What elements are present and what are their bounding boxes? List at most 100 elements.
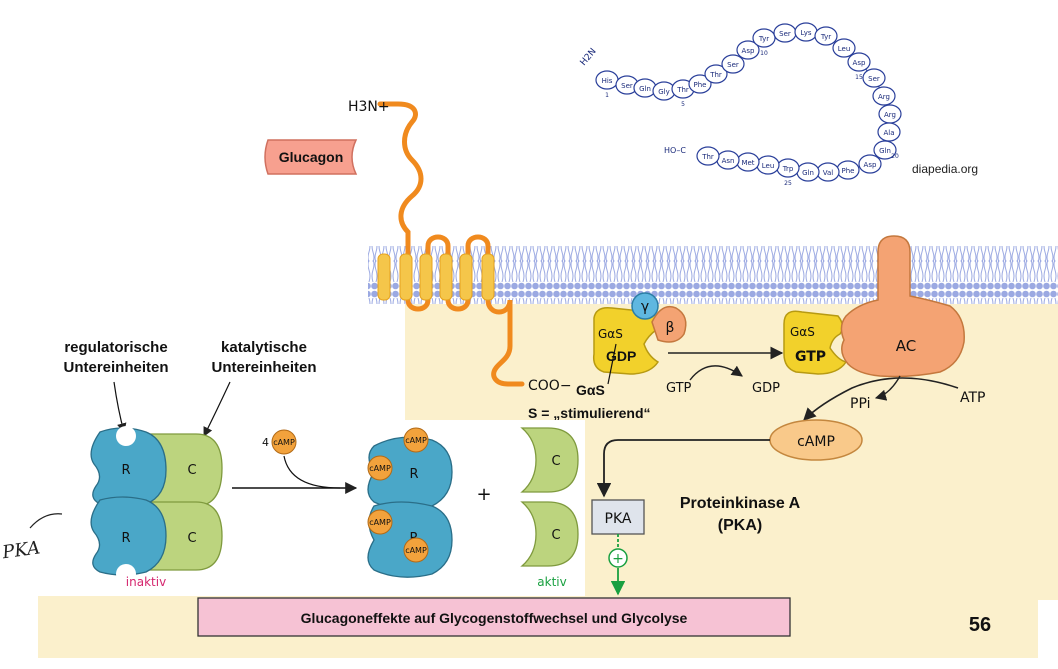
peptide-c-terminus: HO–C	[664, 146, 686, 155]
glucagon-ligand: Glucagon	[264, 139, 358, 175]
gas-name: GαS	[576, 382, 605, 398]
residue-position-number: 1	[605, 92, 609, 99]
g-protein-heterotrimer: γ β GαS GDP GαS S = „stimulierend“	[528, 292, 687, 421]
pka-activation-panel: regulatorische Untereinheiten katalytisc…	[40, 339, 585, 592]
residue-label: Trp	[782, 165, 794, 173]
active-label: aktiv	[537, 575, 566, 589]
beta-subunit	[651, 305, 687, 343]
peptide-n-terminus: H2N	[579, 47, 599, 68]
effect-label: Glucagoneffekte auf Glycogenstoffwechsel…	[301, 610, 688, 626]
residue-label: Arg	[884, 111, 896, 119]
inactive-label: inaktiv	[126, 575, 166, 589]
residue-circle	[752, 28, 776, 48]
residue-circle	[704, 64, 728, 84]
residue-label: Thr	[701, 153, 714, 161]
r-bound-label-top: R	[409, 467, 418, 482]
plus-sign: +	[476, 484, 491, 505]
c-free-label-top: C	[551, 454, 560, 469]
residue-label: Thr	[709, 71, 722, 79]
residue-label: Gln	[802, 169, 814, 177]
residue-circle	[814, 26, 838, 46]
exchange-gdp-label: GDP	[752, 381, 780, 396]
residue-circle	[873, 140, 897, 160]
c-label-top: C	[187, 463, 196, 478]
regulatory-label-line2: Untereinheiten	[63, 359, 168, 376]
camp-count: 4	[262, 436, 269, 449]
r-subunit-camp-complex: R R cAMP cAMP cAMP cAMP	[367, 427, 453, 578]
residue-label: Ala	[883, 129, 894, 137]
residue-position-number: 25	[784, 180, 792, 187]
glucagon-receptor: H3N+ COO−	[348, 99, 572, 394]
residue-label: Leu	[762, 162, 775, 170]
adenylyl-cyclase: AC	[840, 235, 965, 378]
residue-circle	[847, 52, 871, 72]
pka-name-line2: (PKA)	[718, 517, 762, 534]
ppi-label: PPi	[850, 396, 870, 412]
ac-label: AC	[896, 337, 916, 355]
camp-bound-3: cAMP	[369, 518, 391, 527]
galpha-gdp-shape	[592, 306, 660, 375]
residue-label: Tyr	[820, 33, 831, 41]
residue-circle	[721, 54, 745, 74]
residue-label: Val	[823, 169, 834, 177]
galpha-label: GαS	[598, 327, 623, 341]
r-label-bottom: R	[121, 531, 130, 546]
camp-molecule: cAMP	[596, 419, 863, 498]
residue-label: Gln	[879, 147, 891, 155]
camp-bound-4: cAMP	[405, 546, 427, 555]
residue-circle	[858, 154, 882, 174]
stimulating-label: S = „stimulierend“	[528, 405, 651, 421]
residue-label: His	[602, 77, 613, 85]
residue-label: Arg	[878, 93, 890, 101]
c-label-bottom: C	[187, 531, 196, 546]
catalytic-label-line1: katalytische	[221, 339, 307, 356]
gdp-gtp-exchange: GTP GDP	[666, 346, 784, 396]
page-number: 56	[969, 614, 991, 636]
camp-bound-2: cAMP	[369, 464, 391, 473]
residue-label: Tyr	[758, 35, 769, 43]
residue-label: Asp	[864, 161, 877, 169]
residue-label: Phe	[694, 81, 707, 89]
residue-label: Met	[741, 159, 754, 167]
galpha-gtp-label: GαS	[790, 325, 815, 339]
handwritten-pka-text: PKA	[0, 537, 41, 563]
residue-label: Asn	[722, 157, 735, 165]
residue-circle	[688, 74, 712, 94]
residue-position-number: 20	[891, 153, 899, 160]
beta-label: β	[666, 320, 675, 336]
pka-name-line1: Proteinkinase A	[680, 495, 801, 512]
residue-label: Asp	[742, 47, 755, 55]
residue-position-number: 15	[855, 74, 863, 81]
residue-label: Phe	[842, 167, 855, 175]
residue-position-number: 10	[760, 50, 768, 57]
residue-label: Gly	[658, 88, 670, 96]
c-free-label-bottom: C	[551, 528, 560, 543]
camp-bound-1: cAMP	[405, 436, 427, 445]
residue-label: Leu	[838, 45, 851, 53]
pka-activation-plus: +	[612, 551, 624, 567]
camp-input: 4 cAMP	[232, 429, 358, 494]
atp-label: ATP	[960, 390, 985, 406]
glucagon-label: Glucagon	[279, 149, 344, 165]
gtp-label: GTP	[795, 349, 826, 365]
r-label-top: R	[121, 463, 130, 478]
atp-to-camp-conversion: ATP PPi	[803, 375, 985, 421]
residue-label: Ser	[727, 61, 739, 69]
residue-position-number: 5	[681, 101, 685, 108]
exchange-gtp-label: GTP	[666, 381, 692, 396]
residue-circle	[696, 146, 720, 166]
pka-box: PKA +	[591, 499, 645, 596]
effect-box: Glucagoneffekte auf Glycogenstoffwechsel…	[197, 597, 791, 637]
n-terminus-label: H3N+	[348, 99, 390, 115]
residue-circle	[862, 68, 886, 88]
residue-label: Gln	[639, 85, 651, 93]
residue-label: Ser	[621, 82, 633, 90]
catalytic-label-line2: Untereinheiten	[211, 359, 316, 376]
gamma-label: γ	[641, 299, 649, 315]
residue-label: Thr	[676, 86, 689, 94]
gamma-subunit	[631, 292, 659, 320]
gdp-label: GDP	[606, 348, 636, 364]
regulatory-label-line1: regulatorische	[64, 339, 167, 356]
